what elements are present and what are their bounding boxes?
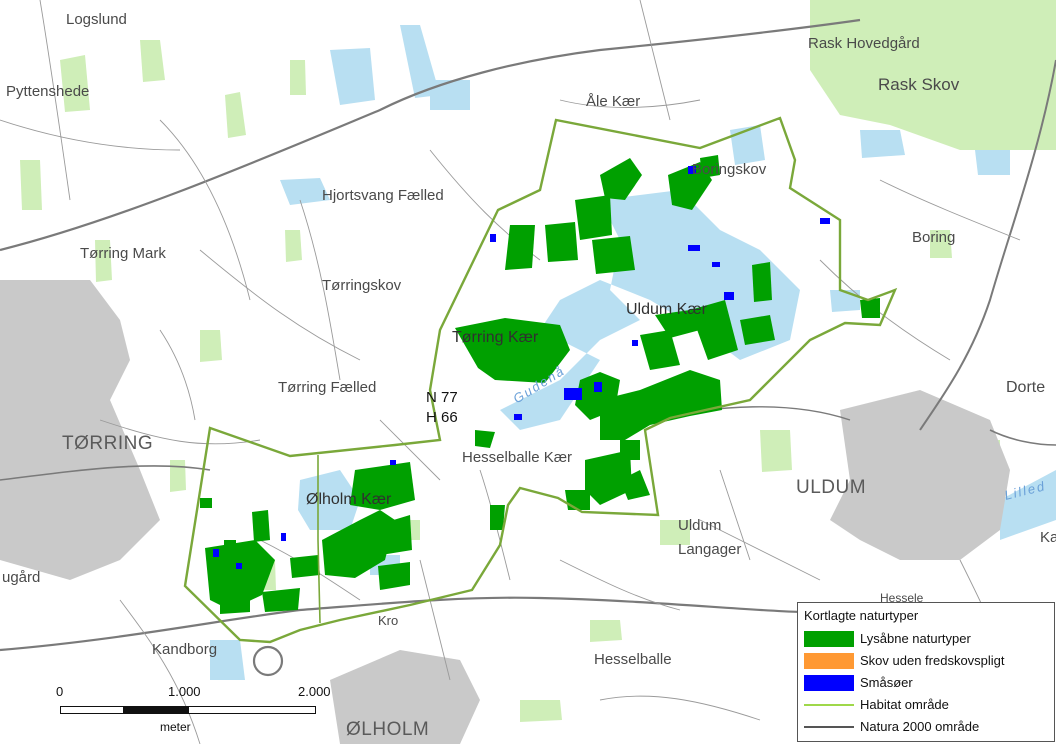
map-legend: Kortlagte naturtyper Lysåbne naturtyper … [797,602,1055,742]
legend-item-habitat: Habitat område [804,693,1052,715]
place-rask-skov: Rask Skov [878,75,960,94]
place-torringskov: Tørringskov [322,277,402,294]
town-areas [0,280,1010,744]
water-areas [210,25,1056,680]
legend-item-natura: Natura 2000 område [804,715,1052,737]
legend-title: Kortlagte naturtyper [804,608,919,623]
scale-segment [188,706,316,714]
legend-label: Habitat område [860,697,949,712]
ponds [213,166,830,569]
place-hesselballe: Hesselballe [594,651,672,668]
place-hjortsvang-faelled: Hjortsvang Fælled [322,187,444,204]
place-ka: Ka [1040,529,1056,546]
legend-item-lysabne: Lysåbne naturtyper [804,627,1052,649]
place-uldum-kaer: Uldum Kær [626,301,707,318]
place-olholm: ØLHOLM [346,719,430,740]
place-kandborg: Kandborg [152,641,218,658]
nature-open-habitats [200,155,880,614]
legend-line [804,726,854,728]
place-uldum-langager-1: Uldum [678,517,722,534]
legend-swatch [804,631,854,647]
place-uldum-langager-2: Langager [678,541,742,558]
site-code-n: N 77 [426,389,458,406]
scale-segment [60,706,124,714]
place-hessele: Hessele [880,591,924,605]
natura2000-boundary [183,116,898,644]
scale-segment [124,706,188,714]
legend-label: Småsøer [860,675,913,690]
minor-roads [0,0,1021,744]
place-olholm-kaer: Ølholm Kær [306,491,392,508]
place-pyttenshede: Pyttenshede [6,83,90,100]
place-logslund: Logslund [66,11,127,28]
scale-tick-2000: 2.000 [298,684,331,699]
scale-unit: meter [160,720,191,734]
legend-item-skov: Skov uden fredskovspligt [804,649,1052,671]
place-ugard: ugård [2,569,41,586]
place-torring-kaer: Tørring Kær [452,329,539,346]
roundabout [252,645,284,677]
place-dorte: Dorte [1006,379,1046,396]
place-ale-kaer: Åle Kær [586,93,641,110]
roads [0,18,1056,652]
scale-bar: 0 1.000 2.000 meter [56,684,336,740]
scale-tick-1000: 1.000 [168,684,201,699]
place-rask-hovedgard: Rask Hovedgård [808,35,920,52]
place-torring-mark: Tørring Mark [80,245,166,262]
place-uldum: ULDUM [796,477,867,498]
legend-swatch [804,675,854,691]
scale-tick-0: 0 [56,684,64,699]
place-hesselballe-kaer: Hesselballe Kær [462,449,573,466]
legend-line [804,704,854,706]
legend-label: Natura 2000 område [860,719,980,734]
place-kro: Kro [378,613,399,628]
place-torring-faelled: Tørring Fælled [278,379,377,396]
habitat-subdivision [317,455,321,624]
legend-label: Skov uden fredskovspligt [860,653,1005,668]
site-code-h: H 66 [426,409,458,426]
place-torring: TØRRING [62,433,154,454]
legend-item-smasoer: Småsøer [804,671,1052,693]
legend-swatch [804,653,854,669]
legend-label: Lysåbne naturtyper [860,631,971,646]
place-boring: Boring [912,229,956,246]
place-boringskov: Boringskov [692,161,767,178]
